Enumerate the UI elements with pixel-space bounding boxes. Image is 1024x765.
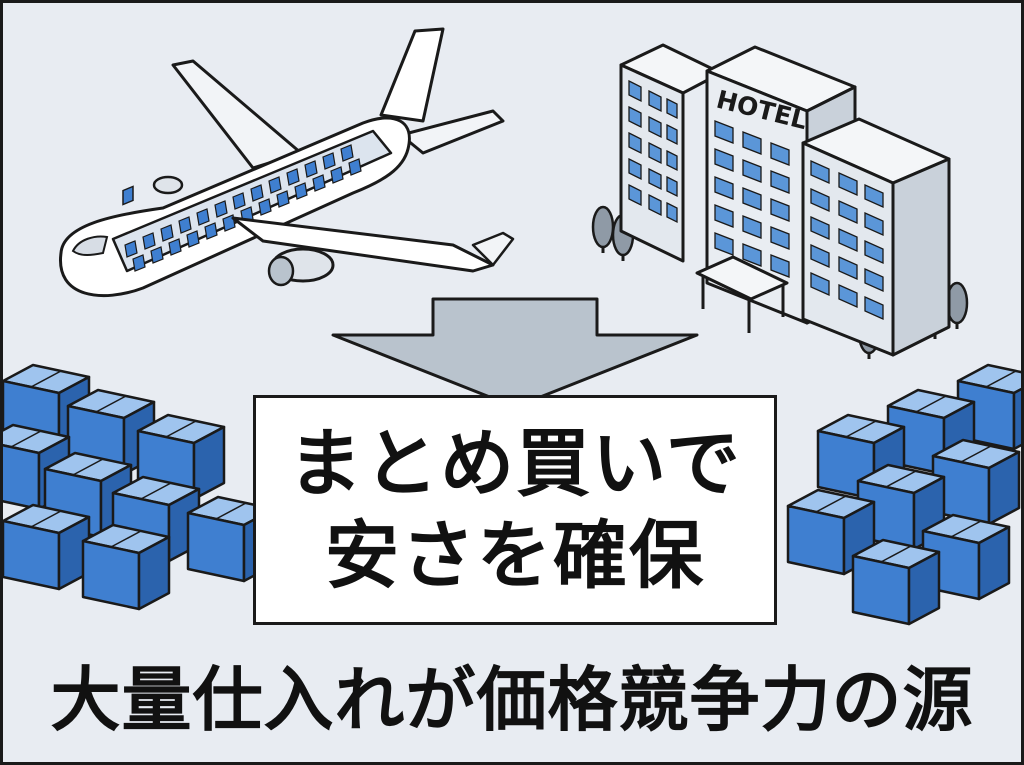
headline-line-2: 安さを確保 [325, 513, 705, 599]
cardboard-box-icon [931, 438, 1021, 526]
airplane-icon [59, 27, 515, 298]
box-pile-left [3, 363, 276, 611]
cardboard-box-icon [3, 503, 91, 591]
box-pile-right [786, 363, 1021, 626]
cardboard-box-icon [81, 523, 171, 611]
cardboard-box-icon [851, 538, 941, 626]
footer-caption: 大量仕入れが価格競争力の源 [50, 659, 974, 741]
engine [267, 247, 335, 287]
down-arrow-icon [331, 297, 699, 409]
cabin-seats [124, 144, 362, 272]
headline-box: まとめ買いで 安さを確保 [253, 395, 777, 625]
hotel-building-icon: HOTEL [619, 43, 951, 357]
illustration-canvas: HOTEL [3, 27, 1021, 626]
headline-line-1: まとめ買いで [288, 421, 742, 507]
tree-icon [591, 205, 615, 255]
